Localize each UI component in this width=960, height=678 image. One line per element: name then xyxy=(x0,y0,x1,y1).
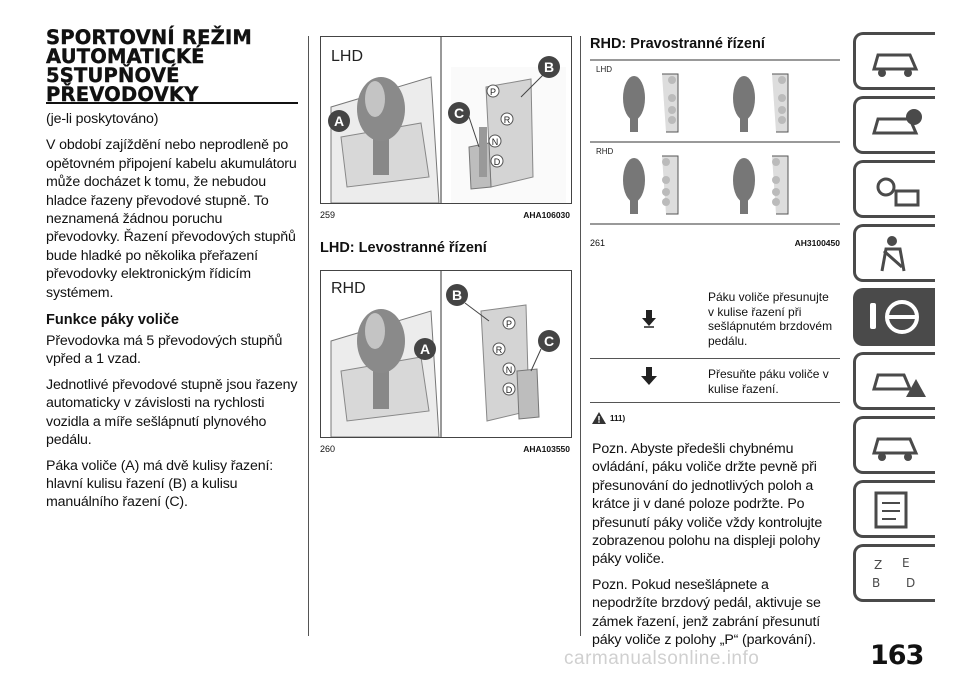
paragraph-auto-shift: Jednotlivé převodové stupně jsou řazeny … xyxy=(46,376,298,449)
svg-text:D: D xyxy=(906,576,915,590)
title-line: AUTOMATICKÉ xyxy=(46,45,205,68)
maintenance-icon xyxy=(872,437,919,461)
tab-vehicle-info[interactable] xyxy=(853,32,935,90)
paragraph-gates: Páka voliče (A) má dvě kulisy řazení: hl… xyxy=(46,457,274,511)
technical-data-icon xyxy=(874,491,908,529)
tab-warning-lights[interactable] xyxy=(853,160,935,218)
seatbelt-icon xyxy=(880,236,906,272)
legend-text: Páku voliče přesunujte v kulise řazení p… xyxy=(708,290,833,348)
title-line: PŘEVODOVKY xyxy=(46,83,199,106)
car-info-icon xyxy=(872,53,919,77)
legend-row: Páku voliče přesunujte v kulise řazení p… xyxy=(590,290,840,359)
tab-technical-data[interactable] xyxy=(853,480,935,538)
lever-press-icon xyxy=(590,290,708,348)
callout-c: C xyxy=(454,105,464,121)
svg-text:R: R xyxy=(504,115,511,125)
figure-259-lhd: LHD A P R N D B C xyxy=(320,36,572,204)
warning-ref-number: 111) xyxy=(610,413,626,423)
warning-icon xyxy=(592,412,606,424)
figure-number: 259 xyxy=(320,210,336,220)
shift-pattern-illustration: LHD RHD xyxy=(590,59,840,225)
rhd-shifter-illustration: RHD A P R N D B C xyxy=(330,271,560,437)
figure-259-caption: 259 AHA106030 xyxy=(320,210,570,220)
tab-emergency[interactable] xyxy=(853,352,935,410)
figure-261-caption: 261 AH3100450 xyxy=(590,238,840,248)
figure-260-caption: 260 AHA103550 xyxy=(320,444,570,454)
column-divider xyxy=(580,36,581,636)
label-rhd: RHD xyxy=(596,147,614,156)
index-icon: Z E B D xyxy=(872,556,915,590)
figure-261: LHD RHD xyxy=(590,58,840,226)
note-paragraph: Pozn. Pokud nesešlápnete a nepodržíte br… xyxy=(592,576,821,649)
fig-label-rhd: RHD xyxy=(331,280,366,297)
lhd-shifter-illustration: LHD A P R N D B C xyxy=(328,37,566,203)
svg-text:D: D xyxy=(506,385,513,395)
svg-text:A: A xyxy=(420,341,430,357)
warning-lights-icon xyxy=(876,177,920,207)
watermark: carmanualsonline.info xyxy=(564,648,760,669)
svg-text:B: B xyxy=(872,576,880,590)
svg-text:B: B xyxy=(452,287,462,303)
label-lhd: LHD xyxy=(596,65,612,74)
figure-260-rhd: RHD A P R N D B C xyxy=(320,270,572,438)
down-arrow-icon xyxy=(590,367,708,396)
callout-b: B xyxy=(544,59,554,75)
figure-code: AHA106030 xyxy=(523,210,570,220)
section-title: SPORTOVNÍ REŽIM AUTOMATICKÉ 5STUPŇOVÉ PŘ… xyxy=(46,26,298,106)
figure-code: AH3100450 xyxy=(794,238,840,248)
emergency-icon xyxy=(872,373,926,397)
fig-label-lhd: LHD xyxy=(331,48,363,65)
note-paragraph: Pozn. Abyste předešli chybnému ovládání,… xyxy=(592,441,823,568)
tab-index[interactable]: Z E B D xyxy=(853,544,935,602)
heading-rhd: RHD: Pravostranné řízení xyxy=(590,36,765,52)
figure-code: AHA103550 xyxy=(523,444,570,454)
svg-text:P: P xyxy=(490,87,496,97)
page-number: 163 xyxy=(870,640,924,671)
paragraph-gears: Převodovka má 5 převodových stupňů vpřed… xyxy=(46,333,283,368)
tab-safety[interactable] xyxy=(853,224,935,282)
legend-row: Přesuňte páku voliče v kulise řazení. xyxy=(590,359,840,403)
figure-number: 261 xyxy=(590,238,606,248)
title-line: 5STUPŇOVÉ xyxy=(46,64,180,87)
tab-starting-driving[interactable] xyxy=(853,288,935,346)
tab-maintenance[interactable] xyxy=(853,416,935,474)
figure-number: 260 xyxy=(320,444,336,454)
intro-text: (je-li poskytováno) xyxy=(46,111,159,127)
title-line: SPORTOVNÍ REŽIM xyxy=(46,26,252,49)
steering-wheel-icon xyxy=(870,300,919,334)
svg-text:Z: Z xyxy=(874,558,882,572)
svg-text:C: C xyxy=(544,333,554,349)
svg-text:N: N xyxy=(492,137,499,147)
callout-a: A xyxy=(334,113,344,129)
section-tabs: Z E B D xyxy=(853,32,935,608)
heading-lhd: LHD: Levostranné řízení xyxy=(320,240,487,256)
heading-lever-function: Funkce páky voliče xyxy=(46,312,179,329)
paragraph-breakin: V období zajíždění nebo neprodleně po op… xyxy=(46,137,297,301)
column-1: (je-li poskytováno) V období zajíždění n… xyxy=(46,110,298,512)
svg-text:P: P xyxy=(506,319,512,329)
column-divider xyxy=(308,36,309,636)
column-3-notes: Pozn. Abyste předešli chybnému ovládání,… xyxy=(592,440,828,649)
svg-text:E: E xyxy=(902,556,910,570)
symbol-legend: Páku voliče přesunujte v kulise řazení p… xyxy=(590,290,840,403)
title-rule xyxy=(46,102,298,104)
car-knowledge-icon xyxy=(872,109,922,135)
svg-text:D: D xyxy=(494,157,501,167)
tab-vehicle-knowledge[interactable] xyxy=(853,96,935,154)
legend-text: Přesuňte páku voliče v kulise řazení. xyxy=(708,367,829,396)
warning-reference: 111) xyxy=(592,412,625,424)
svg-text:N: N xyxy=(506,365,513,375)
svg-text:R: R xyxy=(496,345,503,355)
